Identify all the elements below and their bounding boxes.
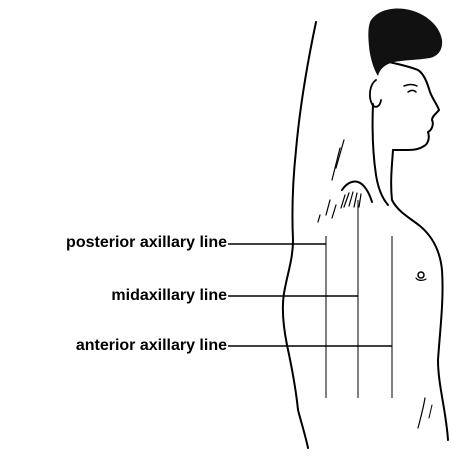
posterior-axillary-line-label: posterior axillary line [66, 234, 227, 252]
abdomen-mark [418, 398, 425, 428]
midaxillary-line-label: midaxillary line [111, 287, 227, 305]
chest-contour [391, 150, 448, 440]
nipple [418, 272, 424, 278]
arm-inner-contour [373, 104, 388, 205]
face-profile [378, 60, 439, 150]
arm-outer-contour [283, 22, 316, 448]
anterior-axillary-line-label: anterior axillary line [76, 337, 227, 355]
ear [370, 80, 381, 107]
